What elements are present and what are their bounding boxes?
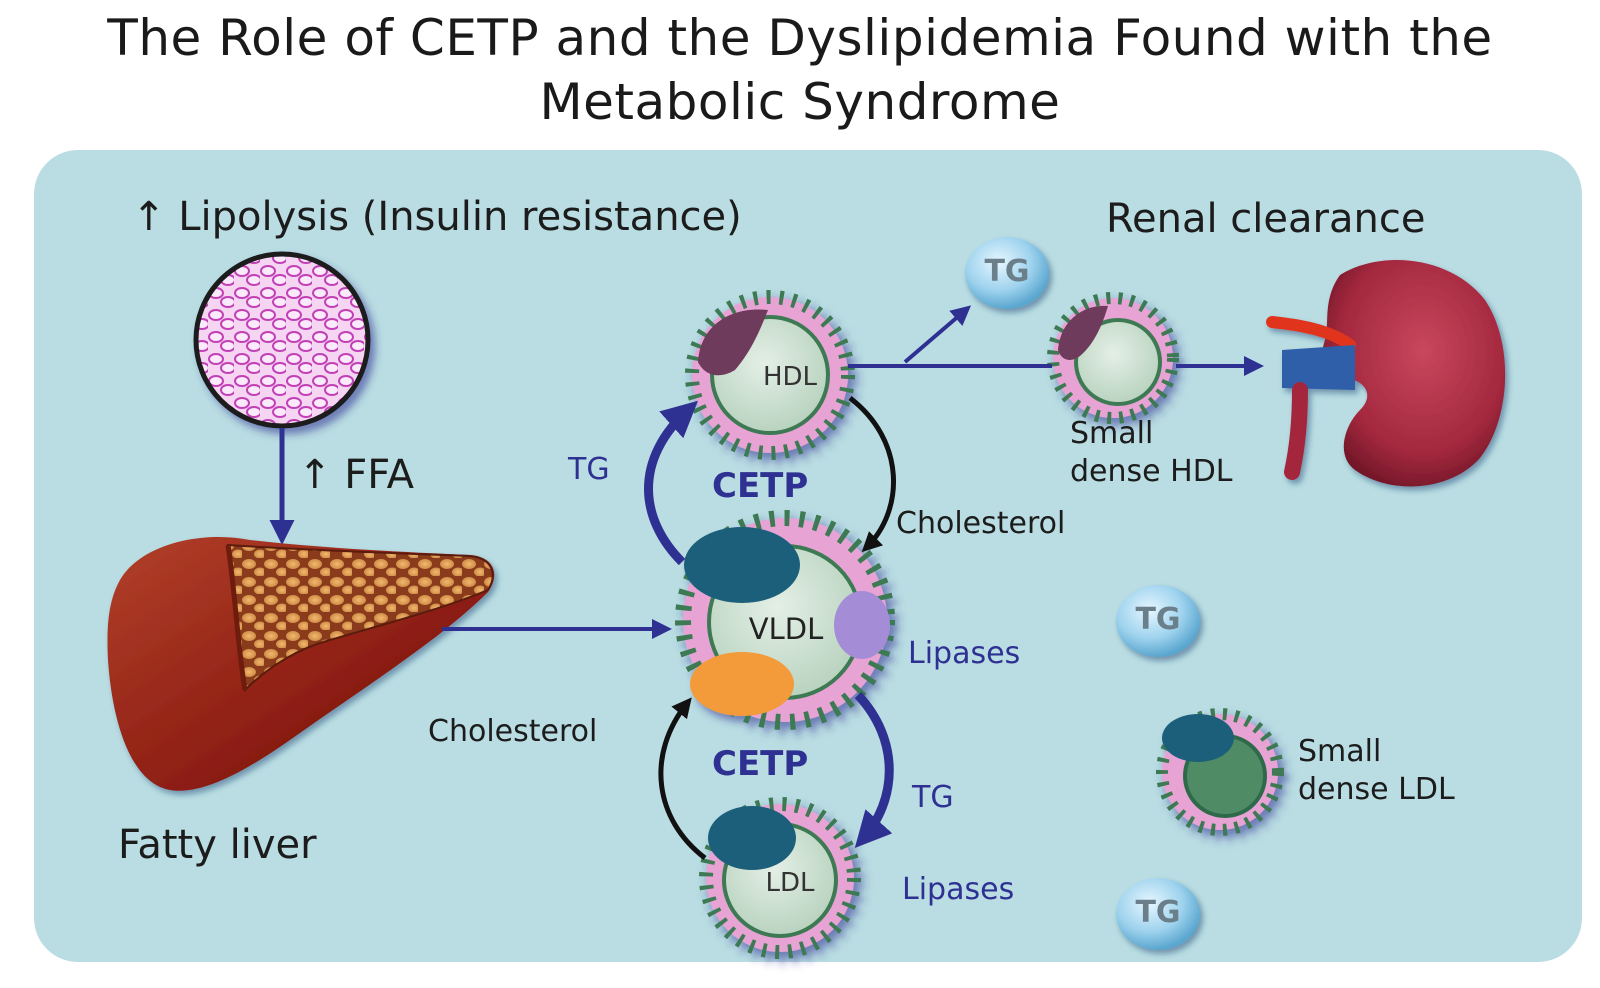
tg-release-arrow xyxy=(903,305,972,364)
tg-ball-1 xyxy=(965,237,1049,309)
ldl-label: LDL xyxy=(765,868,815,898)
tg-ball-1-label: TG xyxy=(984,254,1030,289)
adipose-tissue-icon xyxy=(193,251,371,429)
tg-ball-2 xyxy=(1116,585,1200,657)
small-dense-ldl-particle xyxy=(1156,708,1284,836)
cholesterol-to-vldl-curved-arrow xyxy=(848,396,896,553)
small-dense-hdl-label-line2: dense HDL xyxy=(1070,454,1233,489)
tg-label-right: TG xyxy=(912,780,954,815)
tg-label-left: TG xyxy=(568,452,610,487)
ldl-particle xyxy=(699,797,861,959)
small-dense-hdl-particle xyxy=(1047,292,1179,424)
small-dense-hdl-label-line1: Small xyxy=(1070,416,1154,451)
hdl-particle xyxy=(685,290,855,460)
cholesterol-label-bottom: Cholesterol xyxy=(428,714,598,749)
cetp-label-top: CETP xyxy=(712,466,809,506)
lipolysis-label: ↑ Lipolysis (Insulin resistance) xyxy=(132,194,742,240)
tg-to-ldl-curved-arrow xyxy=(854,691,894,849)
small-dense-ldl-label-line2: dense LDL xyxy=(1298,772,1455,807)
vldl-particle xyxy=(675,510,895,730)
lipases-label-vldl: Lipases xyxy=(908,636,1021,671)
page-title: The Role of CETP and the Dyslipidemia Fo… xyxy=(0,6,1600,134)
fatty-liver-icon xyxy=(107,536,495,791)
tg-ball-3 xyxy=(1116,878,1200,950)
title-line-1: The Role of CETP and the Dyslipidemia Fo… xyxy=(107,9,1493,67)
tg-to-hdl-curved-arrow xyxy=(644,400,699,566)
ffa-label: ↑ FFA xyxy=(298,452,414,498)
ffa-text: FFA xyxy=(344,452,414,498)
cetp-label-bottom: CETP xyxy=(712,744,809,784)
increase-arrow-icon: ↑ xyxy=(298,452,332,498)
lipolysis-text: Lipolysis (Insulin resistance) xyxy=(178,194,742,240)
renal-clearance-label: Renal clearance xyxy=(1106,196,1426,242)
cholesterol-label-top: Cholesterol xyxy=(896,506,1066,541)
tg-ball-2-label: TG xyxy=(1135,602,1181,637)
small-dense-ldl-label-line1: Small xyxy=(1298,734,1382,769)
kidney-icon xyxy=(1266,260,1506,487)
vldl-label: VLDL xyxy=(748,612,824,646)
fatty-liver-label: Fatty liver xyxy=(118,822,317,868)
increase-arrow-icon: ↑ xyxy=(132,194,166,240)
tg-ball-3-label: TG xyxy=(1135,895,1181,930)
hdl-label: HDL xyxy=(762,362,818,392)
title-line-2: Metabolic Syndrome xyxy=(539,73,1061,131)
lipases-label-ldl: Lipases xyxy=(902,872,1015,907)
cholesterol-to-vldl-lower-curved-arrow xyxy=(658,697,707,860)
